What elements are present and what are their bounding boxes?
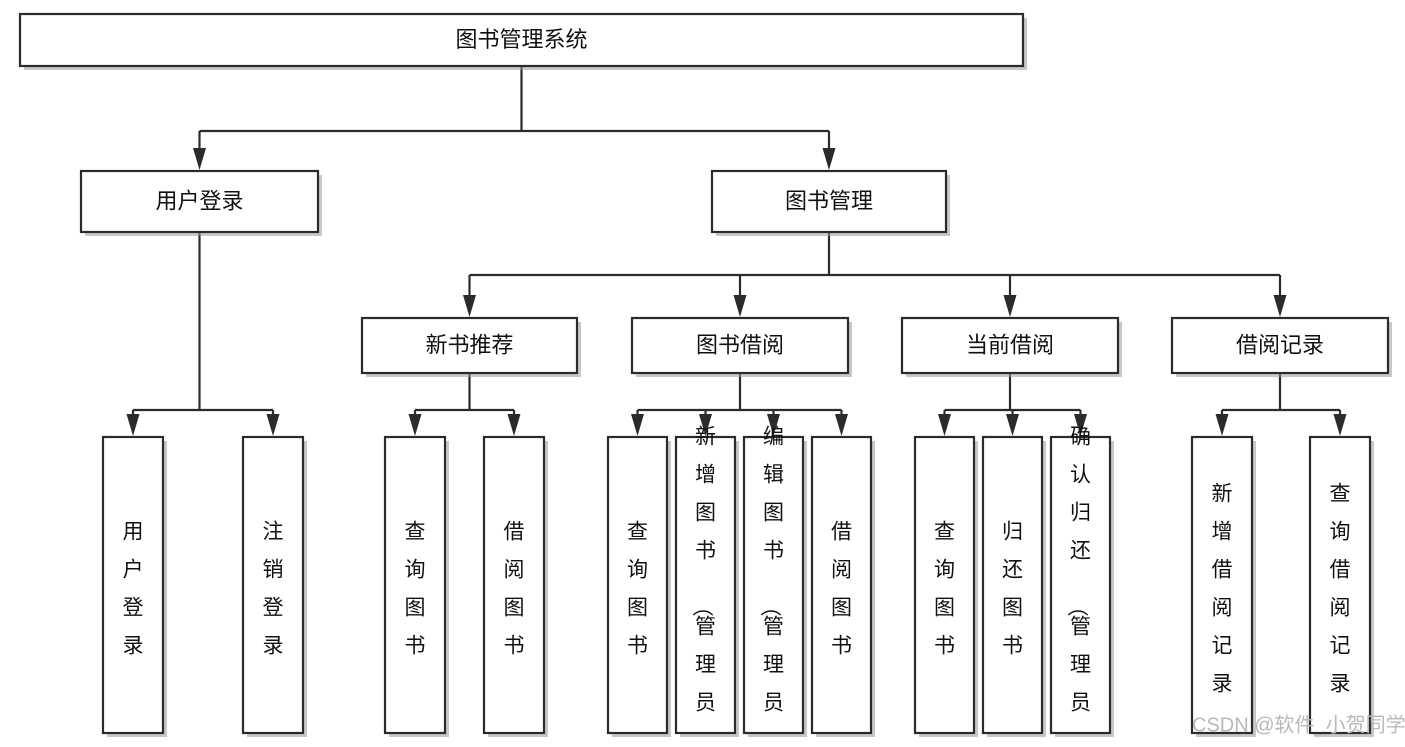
node-leaf-query-book-3[interactable]: 查询图书 [913,435,978,737]
node-user-login[interactable]: 用户登录 [79,169,322,236]
node-label: 图书管理系统 [455,27,587,52]
node-rect[interactable] [1190,435,1254,735]
node-rect[interactable] [360,316,579,375]
node-rect[interactable] [674,435,737,735]
node-rect[interactable] [630,316,850,375]
node-label: 确认归还（管理员） [1065,426,1091,747]
node-rect[interactable] [383,435,447,735]
node-label: 借阅记录 [1236,332,1324,357]
node-new-book-rec[interactable]: 新书推荐 [360,316,581,377]
node-rect[interactable] [710,169,948,234]
node-label: 查询借阅记录 [1330,483,1351,696]
node-label: 查询图书 [934,521,955,658]
node-label: 借阅图书 [504,521,525,658]
node-label: 查询图书 [405,521,426,658]
node-rect[interactable] [18,12,1025,68]
node-label: 图书管理 [785,188,873,213]
node-leaf-add-book[interactable]: 新增图书（管理员） [674,426,739,747]
node-label: 归还图书 [1002,521,1023,658]
node-label: 注销登录 [263,521,284,658]
node-book-manage[interactable]: 图书管理 [710,169,950,236]
edge-group-book-borrow [631,373,848,436]
edge-group-current-borrow [938,373,1087,436]
node-label: 新增图书（管理员） [690,426,716,747]
node-rect[interactable] [913,435,976,735]
node-rect[interactable] [606,435,669,735]
node-rect[interactable] [1049,435,1112,735]
node-rect[interactable] [1308,435,1372,735]
node-leaf-query-record[interactable]: 查询借阅记录 [1308,435,1374,737]
node-rect[interactable] [101,435,165,735]
node-label: 新书推荐 [425,332,513,357]
node-rect[interactable] [981,435,1044,735]
node-leaf-add-record[interactable]: 新增借阅记录 [1190,435,1256,737]
edge-group-borrow-record [1215,373,1347,436]
node-label: 图书借阅 [696,332,784,357]
node-leaf-user-logout[interactable]: 注销登录 [241,435,307,737]
node-label: 编辑图书（管理员） [758,426,784,747]
node-leaf-confirm-return[interactable]: 确认归还（管理员） [1049,426,1114,747]
node-label: 用户登录 [155,188,243,213]
csdn-watermark: CSDN @软件_小贺同学 [1192,713,1405,736]
node-label: 当前借阅 [966,332,1054,357]
edge-group-root [193,66,836,170]
nodes-layer: 图书管理系统用户登录图书管理新书推荐图书借阅当前借阅借阅记录用户登录注销登录查询… [18,12,1392,747]
node-label: 借阅图书 [831,521,852,658]
node-label: 用户登录 [123,521,144,658]
edge-group-user-login [126,232,280,436]
node-rect[interactable] [900,316,1120,375]
node-leaf-borrow-book-2[interactable]: 借阅图书 [810,435,875,737]
node-rect[interactable] [79,169,320,234]
node-rect[interactable] [810,435,873,735]
edge-group-book-manage [463,232,1287,317]
node-leaf-user-login[interactable]: 用户登录 [101,435,167,737]
node-leaf-return-book[interactable]: 归还图书 [981,435,1046,737]
node-label: 查询图书 [627,521,648,658]
node-leaf-edit-book[interactable]: 编辑图书（管理员） [742,426,807,747]
node-leaf-query-book-1[interactable]: 查询图书 [383,435,449,737]
node-book-borrow[interactable]: 图书借阅 [630,316,852,377]
node-leaf-query-book-2[interactable]: 查询图书 [606,435,671,737]
node-rect[interactable] [1170,316,1390,375]
node-rect[interactable] [482,435,546,735]
node-rect[interactable] [742,435,805,735]
node-root[interactable]: 图书管理系统 [18,12,1027,70]
node-rect[interactable] [241,435,305,735]
node-borrow-record[interactable]: 借阅记录 [1170,316,1392,377]
edge-group-new-book-rec [408,373,521,436]
node-current-borrow[interactable]: 当前借阅 [900,316,1122,377]
edges-layer [126,66,1347,436]
node-label: 新增借阅记录 [1212,483,1233,696]
node-leaf-borrow-book-1[interactable]: 借阅图书 [482,435,548,737]
